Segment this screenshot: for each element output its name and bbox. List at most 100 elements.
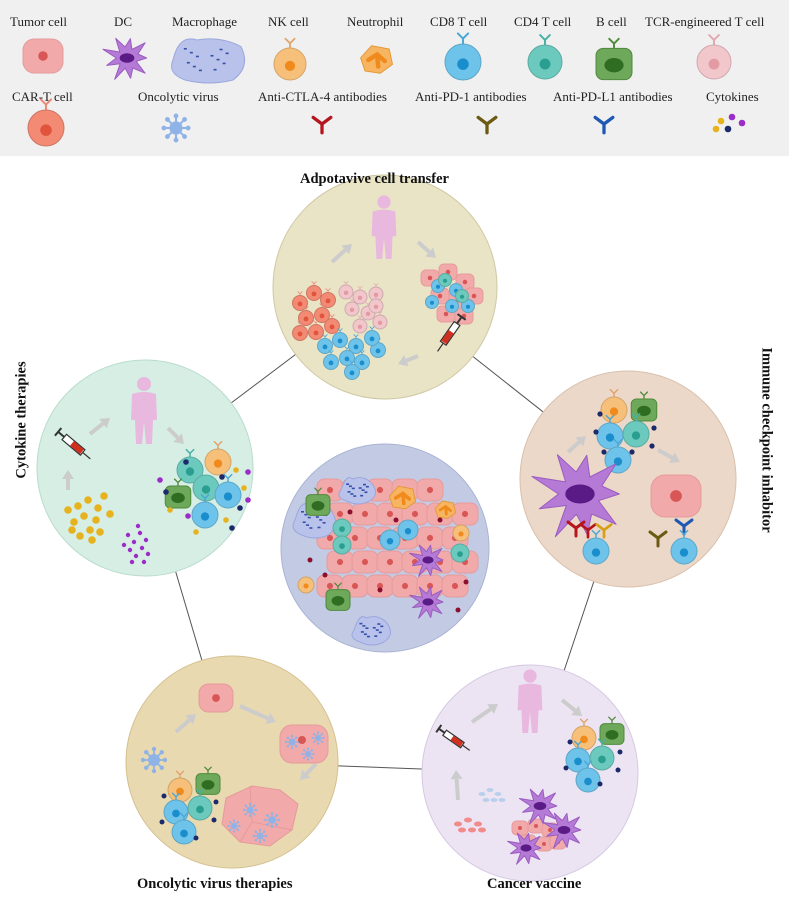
antigen bbox=[478, 792, 486, 796]
cytokine-dots bbox=[593, 411, 657, 455]
legend-icon-b-cell bbox=[595, 37, 633, 81]
tcr-t-cell bbox=[372, 311, 388, 330]
cytokine-dot bbox=[393, 517, 399, 523]
tcr-t-cell bbox=[352, 286, 368, 305]
anti-pdl1-icon bbox=[674, 518, 694, 536]
title-cancer-vaccine: Cancer vaccine bbox=[487, 876, 582, 892]
expanded-tcr-t-cells bbox=[338, 281, 388, 334]
vaccine-immune-cells bbox=[565, 716, 625, 793]
cd8-t-cell bbox=[582, 529, 610, 565]
car-t-cell bbox=[292, 321, 308, 341]
legend-label-cytokines: Cytokines bbox=[706, 89, 759, 104]
cd8-t-cell bbox=[425, 295, 439, 309]
legend-label-dc: DC bbox=[114, 14, 133, 29]
legend-label-tumor-cell: Tumor cell bbox=[10, 14, 67, 29]
cytokine-dots bbox=[159, 793, 219, 841]
flow-arrow bbox=[300, 762, 318, 780]
oncolytic-virus bbox=[227, 819, 241, 833]
cytokine-dot bbox=[455, 607, 461, 613]
cd8-t-cell bbox=[171, 812, 197, 845]
flow-arrow bbox=[566, 436, 586, 454]
oncolytic-virus bbox=[242, 802, 258, 818]
expanded-car-t-cells bbox=[292, 281, 340, 341]
vaccine-antigens bbox=[454, 788, 582, 865]
cd8-t-cell bbox=[364, 326, 380, 346]
b-cell bbox=[164, 478, 192, 509]
macrophage bbox=[351, 616, 391, 646]
cd8-t-cell bbox=[445, 299, 459, 313]
antigen bbox=[486, 788, 494, 792]
flow-arrow bbox=[166, 426, 184, 444]
flow-arrow bbox=[450, 770, 463, 801]
neutrophil bbox=[388, 485, 416, 510]
cytokine-dot bbox=[307, 557, 313, 563]
car-t-cell bbox=[306, 281, 322, 301]
tumor-cell bbox=[451, 502, 479, 526]
cytokine-dots-purple bbox=[121, 523, 151, 565]
tumor-cell bbox=[326, 550, 354, 574]
legend-label-tcr-t-cell: TCR-engineered T cell bbox=[645, 14, 765, 29]
title-oncolytic-virus-therapies: Oncolytic virus therapies bbox=[137, 876, 293, 892]
car-t-cell bbox=[308, 320, 324, 340]
dc bbox=[518, 788, 558, 825]
cd8-t-cell bbox=[332, 328, 348, 348]
tumor-antigen bbox=[458, 827, 466, 833]
tumor-cell bbox=[511, 820, 529, 836]
flow-arrow bbox=[174, 714, 196, 734]
antigen bbox=[498, 798, 506, 802]
flow-arrow bbox=[330, 244, 352, 264]
tumor-cell bbox=[198, 683, 234, 713]
antigen bbox=[494, 792, 502, 796]
legend-label-macrophage: Macrophage bbox=[172, 14, 237, 29]
diagram-art bbox=[22, 32, 746, 865]
tcr-t-cell bbox=[338, 281, 354, 300]
dc bbox=[409, 544, 444, 577]
syringe-icon bbox=[437, 313, 467, 352]
tumor-antigen bbox=[468, 827, 476, 833]
legend-label-anti-pd1: Anti-PD-1 antibodies bbox=[415, 89, 527, 104]
oncolytic-immune-cells bbox=[163, 766, 221, 845]
cytokine-dots-yellow bbox=[64, 492, 114, 544]
legend-icon-macrophage bbox=[171, 38, 246, 84]
human-figure bbox=[371, 195, 397, 259]
legend-label-oncolytic-virus: Oncolytic virus bbox=[138, 89, 219, 104]
tumor-antigen bbox=[478, 827, 486, 833]
b-cell bbox=[325, 582, 351, 611]
tcr-t-cell bbox=[368, 283, 384, 302]
legend-icon-neutrophil bbox=[360, 45, 393, 74]
tumor-cell bbox=[366, 574, 394, 598]
legend-label-cd4-t-cell: CD4 T cell bbox=[514, 14, 572, 29]
cd8-t-cell bbox=[191, 493, 219, 529]
human-figure bbox=[131, 377, 157, 444]
cd4-t-cell bbox=[176, 448, 204, 484]
flow-arrow bbox=[560, 698, 582, 716]
cytokine-dot bbox=[322, 572, 328, 578]
cytokine-dots bbox=[563, 739, 623, 787]
flow-arrow bbox=[62, 470, 74, 490]
cd4-t-cell bbox=[455, 289, 469, 303]
tumor-cell-large bbox=[650, 474, 702, 518]
tumor-cell bbox=[416, 478, 444, 502]
oncolytic-virus bbox=[140, 746, 168, 774]
legend-icon-anti-pd1 bbox=[476, 115, 498, 135]
cd4-t-cell bbox=[450, 543, 470, 563]
legend-label-b-cell: B cell bbox=[596, 14, 627, 29]
nk-cell bbox=[297, 576, 315, 594]
checkpoint-receptor-icon bbox=[595, 523, 613, 539]
expanded-cd8-t-cells bbox=[317, 326, 386, 380]
legend-label-anti-ctla4: Anti-CTLA-4 antibodies bbox=[258, 89, 387, 104]
tumor-antigen bbox=[454, 821, 462, 827]
cd8-t-cell bbox=[379, 529, 401, 551]
tcr-t-cell bbox=[368, 295, 384, 314]
cd4-t-cell bbox=[622, 412, 650, 448]
legend-icon-nk-cell bbox=[273, 37, 307, 81]
flow-arrow bbox=[416, 240, 436, 258]
checkpoint-immune-cells bbox=[596, 388, 658, 474]
anti-pd1-icon bbox=[648, 530, 668, 548]
cd8-t-cell bbox=[214, 473, 242, 509]
legend-icon-cd4-t-cell bbox=[527, 34, 563, 80]
oncolytic-virus bbox=[301, 747, 315, 761]
legend-icon-cytokines bbox=[712, 113, 746, 133]
cytokine-dot bbox=[437, 517, 443, 523]
